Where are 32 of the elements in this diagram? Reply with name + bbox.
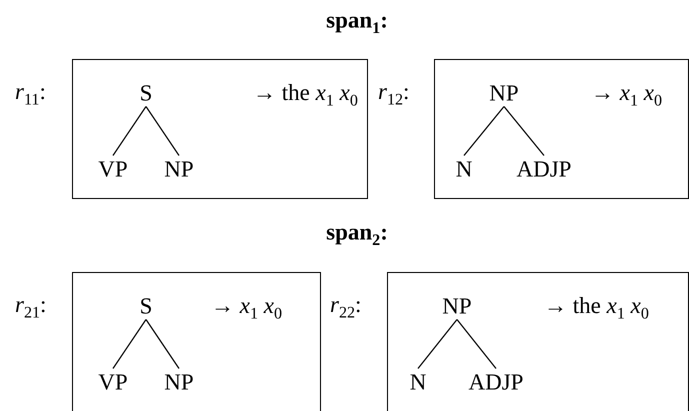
tree-node-label: VP	[98, 158, 128, 180]
tree-node-label: S	[140, 294, 152, 318]
tree-node-label: NP	[164, 158, 194, 180]
tree-node-label: NP	[489, 82, 519, 104]
tree-branch	[112, 106, 146, 156]
rule-output-text: → the x$_{1}$ x$_{0}$	[544, 294, 649, 317]
rule-output-text: → x$_{1}$ x$_{0}$	[591, 81, 662, 104]
tree-node-label: VP	[98, 370, 128, 394]
rule-output-text: → x$_{1}$ x$_{0}$	[211, 294, 282, 317]
tree-node-label: N	[456, 158, 472, 180]
tree-node-label: ADJP	[516, 158, 572, 180]
span-heading: span$_{1}$:	[326, 8, 388, 32]
tree-node-label: N	[410, 370, 426, 394]
tree-node-label: ADJP	[468, 370, 524, 394]
tree-branch	[456, 319, 496, 369]
tree-branch	[504, 106, 544, 156]
tree-node-label: NP	[164, 370, 194, 394]
rule-label: r$_{11}$:	[15, 80, 46, 103]
rule-label: r$_{12}$:	[378, 80, 410, 103]
rule-box	[72, 272, 321, 411]
tree-branch	[418, 319, 458, 369]
span-heading: span$_{2}$:	[326, 220, 388, 244]
tree-branch	[146, 106, 180, 156]
rule-label: r$_{21}$:	[15, 293, 46, 316]
tree-branch	[146, 319, 180, 369]
tree-branch	[112, 319, 146, 369]
tree-branch	[464, 106, 504, 156]
rule-label: r$_{22}$:	[330, 293, 362, 316]
tree-node-label: NP	[442, 294, 472, 318]
rule-output-text: → the x$_{1}$ x$_{0}$	[253, 81, 358, 104]
rule-box	[387, 272, 689, 411]
tree-node-label: S	[140, 82, 152, 104]
